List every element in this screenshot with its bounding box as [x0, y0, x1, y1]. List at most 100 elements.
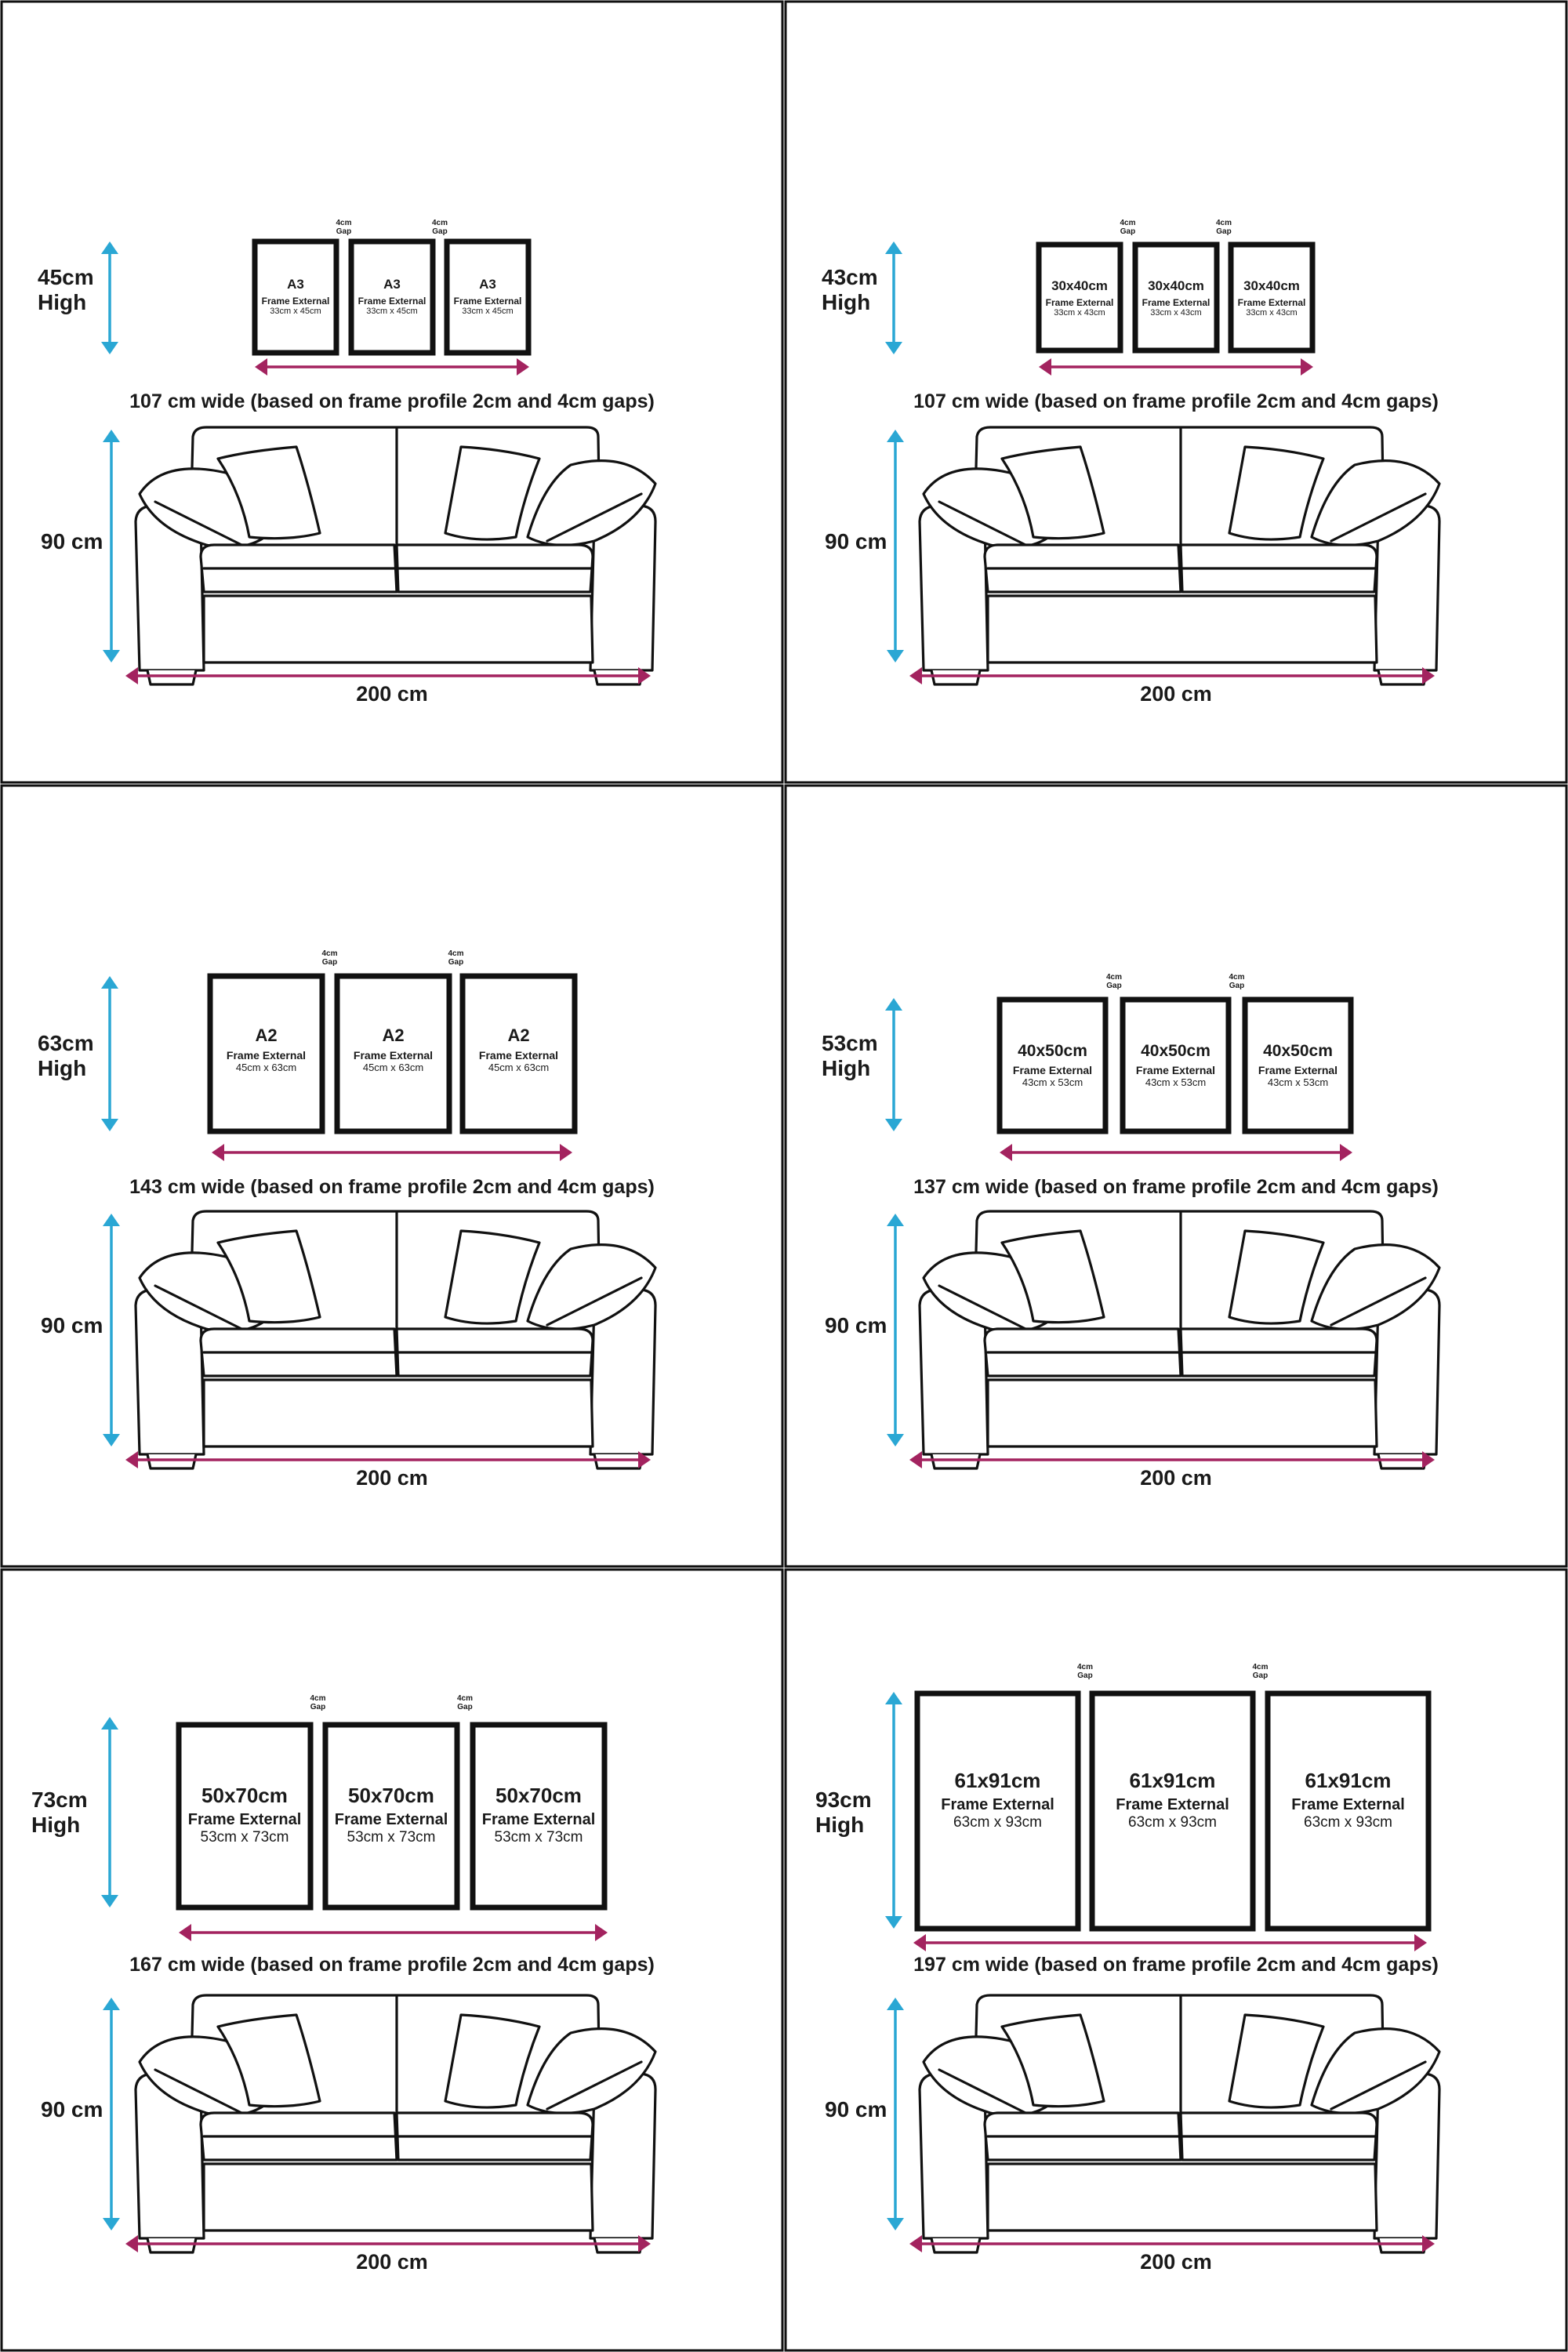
frame-dimensions: 33cm x 45cm	[462, 307, 514, 317]
frame-external-label: Frame External	[1291, 1796, 1405, 1813]
frame-external-label: Frame External	[1116, 1796, 1229, 1813]
panel-border	[784, 784, 1568, 1568]
frame-dimensions: 45cm x 63cm	[488, 1062, 550, 1074]
panel-border	[0, 1568, 784, 2352]
sofa-height-label: 90 cm	[41, 2097, 103, 2122]
frame-size: 40x50cm	[1263, 1041, 1333, 1060]
sofa-height-arrow	[103, 430, 120, 662]
gap-value: 4cm	[1120, 219, 1136, 227]
frames-height-label: 93cm High	[815, 1788, 872, 1838]
frames-height-label: 53cm High	[822, 1031, 878, 1081]
frame-dimensions: 63cm x 93cm	[1304, 1814, 1392, 1831]
frame-external-label: Frame External	[1012, 1063, 1093, 1076]
frame-dimensions: 43cm x 53cm	[1145, 1076, 1207, 1088]
frame-external-label: Frame External	[261, 296, 330, 307]
gap-value: 4cm	[1229, 973, 1245, 982]
panel-border	[0, 0, 784, 784]
frame-external-label: Frame External	[353, 1049, 434, 1062]
gap-value: 4cm	[1215, 219, 1232, 227]
frame-outline	[914, 1690, 1081, 1932]
frames-height-label: 63cm High	[38, 1031, 94, 1081]
frame-size: A3	[479, 277, 496, 292]
frame-external-label: Frame External	[941, 1796, 1054, 1813]
sofa-illustration	[134, 1210, 657, 1470]
frame-dimensions: 33cm x 43cm	[1150, 308, 1202, 318]
frame-outline	[1120, 996, 1232, 1134]
frame-size: 30x40cm	[1243, 278, 1300, 294]
sofa-illustration	[918, 1210, 1441, 1470]
frame-external-label: Frame External	[1237, 297, 1306, 309]
sofa-width-arrow	[909, 2235, 1435, 2252]
frame-dimensions: 53cm x 73cm	[347, 1828, 436, 1846]
frame-outline	[1242, 996, 1354, 1134]
frame-size: 61x91cm	[1129, 1769, 1216, 1792]
frame-size: 50x70cm	[495, 1783, 582, 1807]
frame-dimensions: 33cm x 43cm	[1246, 308, 1298, 318]
frame-external-label: Frame External	[453, 296, 522, 307]
gap-value: 4cm	[1076, 1663, 1093, 1671]
frame-outline	[1036, 241, 1123, 354]
sofa-height-label: 90 cm	[41, 529, 103, 554]
frames-height-arrow	[885, 1692, 902, 1929]
frames-width-label: 137 cm wide (based on frame profile 2cm …	[913, 1176, 1439, 1198]
sofa-height-label: 90 cm	[825, 529, 887, 554]
gap-value: 4cm	[448, 949, 464, 958]
frame-external-label: Frame External	[478, 1049, 559, 1062]
frames-width-label: 143 cm wide (based on frame profile 2cm …	[129, 1176, 655, 1198]
frame-dimensions: 33cm x 45cm	[366, 307, 418, 317]
gap-word: Gap	[1252, 1671, 1269, 1680]
frame-outline	[207, 973, 325, 1134]
sofa-height-label: 90 cm	[41, 1313, 103, 1338]
frame-size: A2	[255, 1025, 278, 1046]
gap-word: Gap	[1229, 981, 1245, 990]
frame-outline	[334, 973, 452, 1134]
frame-size: 40x50cm	[1018, 1041, 1087, 1060]
sofa-width-label: 200 cm	[1140, 2250, 1212, 2274]
frames-width-arrow	[1000, 1144, 1352, 1161]
frames-width-label: 107 cm wide (based on frame profile 2cm …	[913, 390, 1439, 412]
sofa-width-arrow	[125, 1451, 651, 1468]
frames-height-label: 45cm High	[38, 265, 94, 315]
frame-external-label: Frame External	[1142, 297, 1210, 309]
frames-height-arrow	[101, 1717, 118, 1907]
sofa-width-label: 200 cm	[356, 1466, 428, 1490]
frame-size: A2	[507, 1025, 530, 1046]
sofa-width-label: 200 cm	[356, 2250, 428, 2274]
gap-value: 4cm	[456, 1694, 473, 1703]
frames-height-arrow	[885, 998, 902, 1131]
frame-outline	[176, 1722, 314, 1911]
frame-dimensions: 53cm x 73cm	[200, 1828, 289, 1846]
frame-external-label: Frame External	[1045, 297, 1114, 309]
sofa-width-arrow	[909, 667, 1435, 684]
gap-word: Gap	[1077, 1671, 1093, 1680]
frame-outline	[444, 238, 532, 356]
panel-border	[784, 1568, 1568, 2352]
frame-external-label: Frame External	[1258, 1063, 1338, 1076]
frame-dimensions: 33cm x 45cm	[270, 307, 321, 317]
frame-size: 50x70cm	[201, 1783, 288, 1807]
frame-outline	[252, 238, 339, 356]
sofa-height-label: 90 cm	[825, 2097, 887, 2122]
frame-external-label: Frame External	[334, 1810, 448, 1828]
frame-dimensions: 45cm x 63cm	[362, 1062, 424, 1074]
